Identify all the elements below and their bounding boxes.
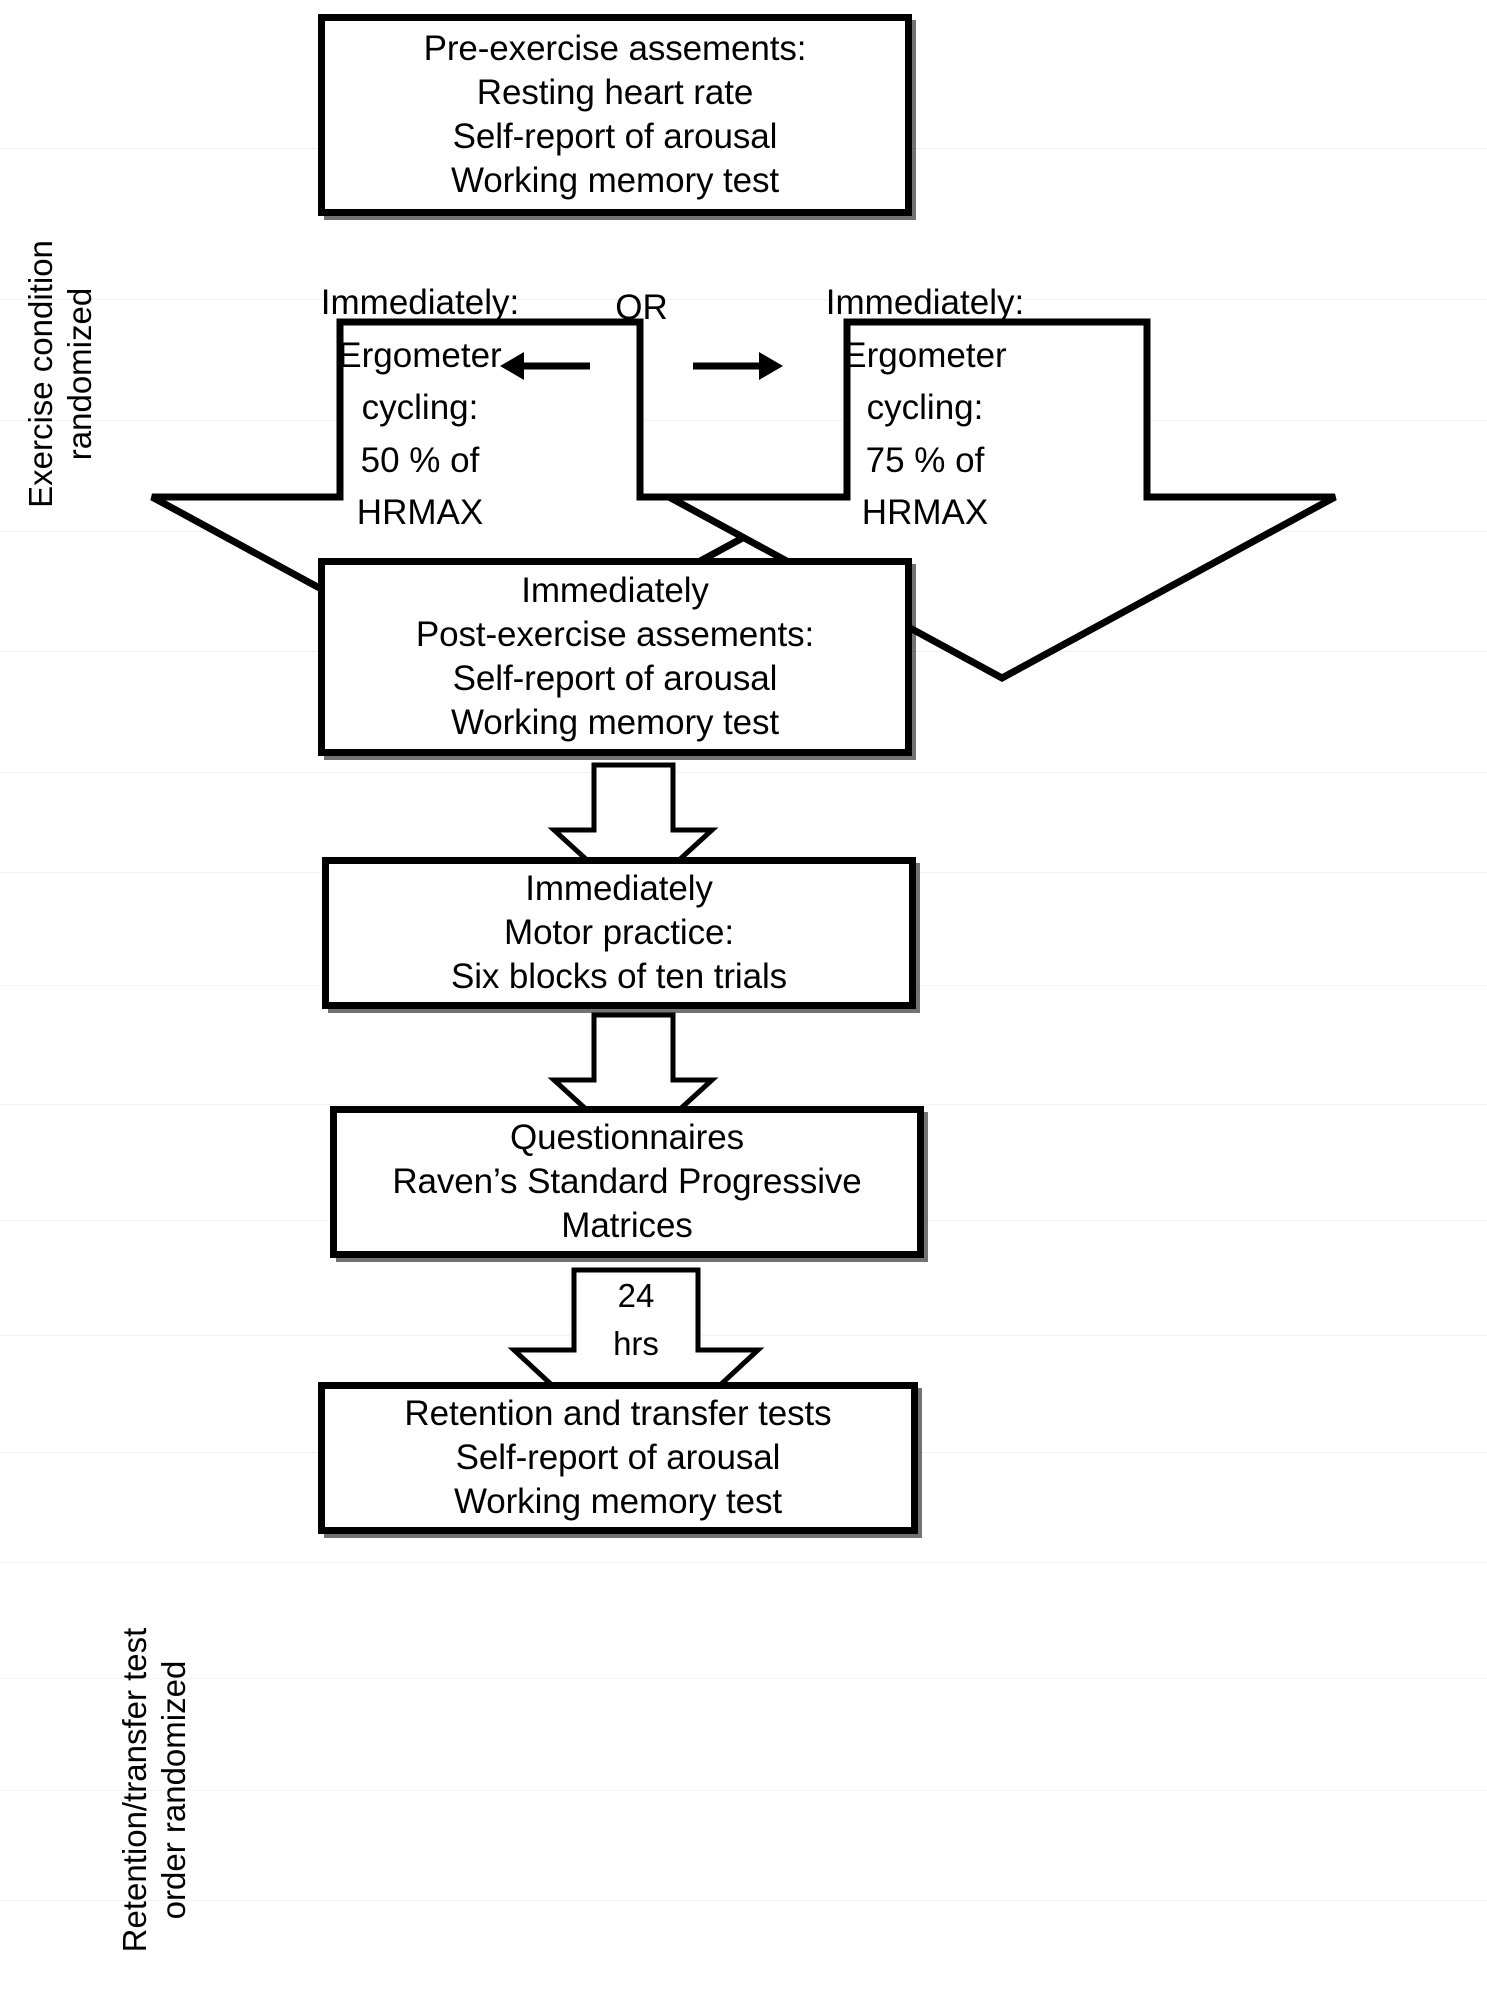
background-ruling-line	[0, 1678, 1487, 1679]
arrow-line: Ergometer	[843, 335, 1007, 375]
side-label-line: order randomized	[154, 1660, 192, 1920]
exercise-condition-50-label: Immediately: Ergometer cycling: 50 % of …	[290, 277, 550, 540]
box-line: Working memory test	[450, 703, 780, 743]
background-ruling-line	[0, 420, 1487, 421]
arrow-line: HRMAX	[861, 493, 989, 532]
background-ruling-line	[0, 299, 1487, 300]
box-line: Resting heart rate	[476, 72, 754, 112]
box-line: Questionnaires	[509, 1117, 744, 1157]
delay-arrow-label: 24 hrs	[574, 1272, 698, 1368]
background-ruling-line	[0, 1562, 1487, 1563]
box-retention-transfer-tests: Retention and transfer tests Self-report…	[318, 1382, 918, 1534]
arrow-line: Immediately:	[825, 283, 1025, 322]
box-line: Six blocks of ten trials	[450, 957, 788, 997]
background-ruling-line	[0, 772, 1487, 773]
background-ruling-line	[0, 1900, 1487, 1901]
background-ruling-line	[0, 1104, 1487, 1105]
side-label-line: Retention/transfer test	[116, 1627, 153, 1953]
arrow-line: cycling:	[866, 388, 984, 427]
box-line: Self-report of arousal	[452, 117, 778, 156]
box-line: Retention and transfer tests	[404, 1393, 832, 1433]
box-line: Post-exercise assements:	[415, 614, 815, 654]
exercise-condition-75-label: Immediately: Ergometer cycling: 75 % of …	[795, 277, 1055, 540]
box-line: Pre-exercise assements:	[423, 28, 807, 68]
box-line: Matrices	[561, 1206, 693, 1246]
side-label-line: randomized	[60, 287, 98, 461]
box-line: Working memory test	[453, 1482, 783, 1522]
side-label-line: Exercise condition	[22, 240, 59, 508]
box-pre-exercise-assessments: Pre-exercise assements: Resting heart ra…	[318, 14, 912, 216]
box-line: Raven’s Standard Progressive	[392, 1161, 862, 1201]
delay-line: hrs	[613, 1324, 659, 1362]
background-ruling-line	[0, 1335, 1487, 1336]
box-line: Self-report of arousal	[455, 1437, 781, 1477]
delay-line: 24	[617, 1277, 655, 1314]
box-questionnaires: Questionnaires Raven’s Standard Progress…	[330, 1106, 924, 1258]
box-motor-practice: Immediately Motor practice: Six blocks o…	[322, 857, 916, 1009]
arrow-line: cycling:	[361, 388, 479, 427]
or-connector-label: OR	[615, 288, 668, 327]
arrow-line: 50 % of	[360, 440, 480, 480]
box-line: Self-report of arousal	[452, 659, 778, 698]
box-line: Immediately	[525, 868, 713, 908]
side-label-exercise-condition: Exercise condition randomized	[22, 240, 100, 508]
arrow-line: Ergometer	[338, 335, 502, 375]
box-line: Immediately	[521, 570, 709, 610]
background-ruling-line	[0, 531, 1487, 532]
arrow-line: HRMAX	[356, 493, 484, 532]
box-line: Working memory test	[450, 161, 780, 201]
box-line: Motor practice:	[504, 912, 734, 952]
side-label-retention-transfer: Retention/transfer test order randomized	[116, 1590, 194, 1990]
arrow-line: 75 % of	[865, 440, 985, 480]
background-ruling-line	[0, 1790, 1487, 1791]
box-post-exercise-assessments: Immediately Post-exercise assements: Sel…	[318, 558, 912, 756]
arrow-line: Immediately:	[320, 283, 520, 322]
